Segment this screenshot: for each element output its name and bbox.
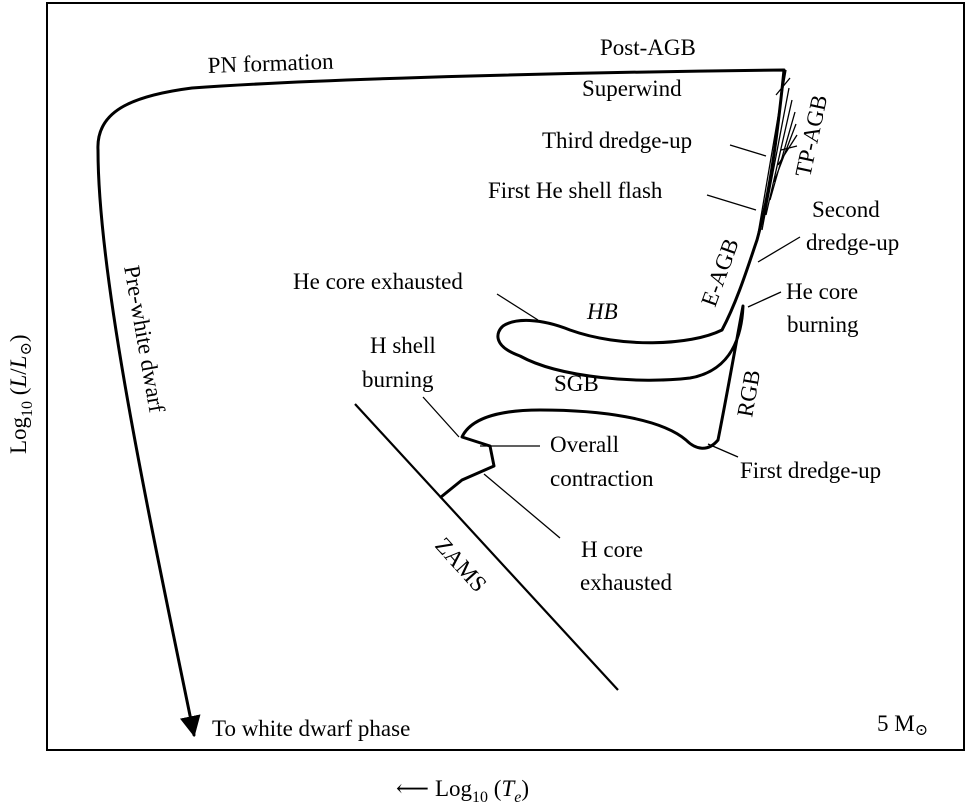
leader-he-core-exhausted	[496, 293, 539, 321]
leader-first-dredge-up	[707, 443, 739, 458]
label-he-core-burning-1: He core	[786, 279, 858, 304]
label-superwind: Superwind	[582, 76, 682, 101]
label-hb: HB	[586, 299, 618, 324]
label-first-he-shell-flash: First He shell flash	[488, 178, 663, 203]
leader-third-dredge-up	[729, 144, 767, 157]
plot-frame	[46, 2, 965, 751]
label-pn-formation: PN formation	[207, 49, 334, 78]
label-overall-contraction-2: contraction	[550, 466, 654, 491]
label-first-dredge-up: First dredge-up	[740, 458, 881, 483]
thermal-pulses	[756, 69, 798, 241]
zams-line	[354, 403, 619, 691]
label-h-core-exhausted-1: H core	[581, 537, 643, 562]
label-h-core-exhausted-2: exhausted	[580, 570, 672, 595]
label-overall-contraction-1: Overall	[550, 432, 619, 457]
x-axis-label: ⟵Log10 (Te)	[396, 776, 529, 806]
leader-second-dredge-up	[757, 236, 801, 263]
label-second-dredge-up-1: Second	[812, 197, 880, 222]
label-second-dredge-up-2: dredge-up	[806, 230, 899, 255]
y-axis-label: Log10 (L/L⊙)	[6, 334, 36, 454]
mass-label: 5 M⊙	[877, 711, 928, 739]
leader-first-he-shell-flash	[706, 194, 757, 211]
leader-h-shell-burning	[422, 396, 460, 438]
label-to-white-dwarf: To white dwarf phase	[212, 716, 410, 741]
leader-he-core-burning	[747, 291, 782, 308]
label-h-shell-burning-2: burning	[362, 367, 434, 392]
label-rgb: RGB	[732, 368, 765, 419]
label-third-dredge-up: Third dredge-up	[542, 128, 692, 153]
label-post-agb: Post-AGB	[600, 35, 696, 60]
evolutionary-track	[96, 68, 786, 738]
leader-h-core-exhausted	[483, 473, 561, 539]
label-he-core-burning-2: burning	[787, 312, 859, 337]
label-sgb: SGB	[554, 371, 599, 396]
label-he-core-exhausted: He core exhausted	[293, 269, 463, 294]
label-h-shell-burning-1: H shell	[370, 333, 436, 358]
x-axis-arrow-icon: ⟵	[396, 776, 429, 801]
